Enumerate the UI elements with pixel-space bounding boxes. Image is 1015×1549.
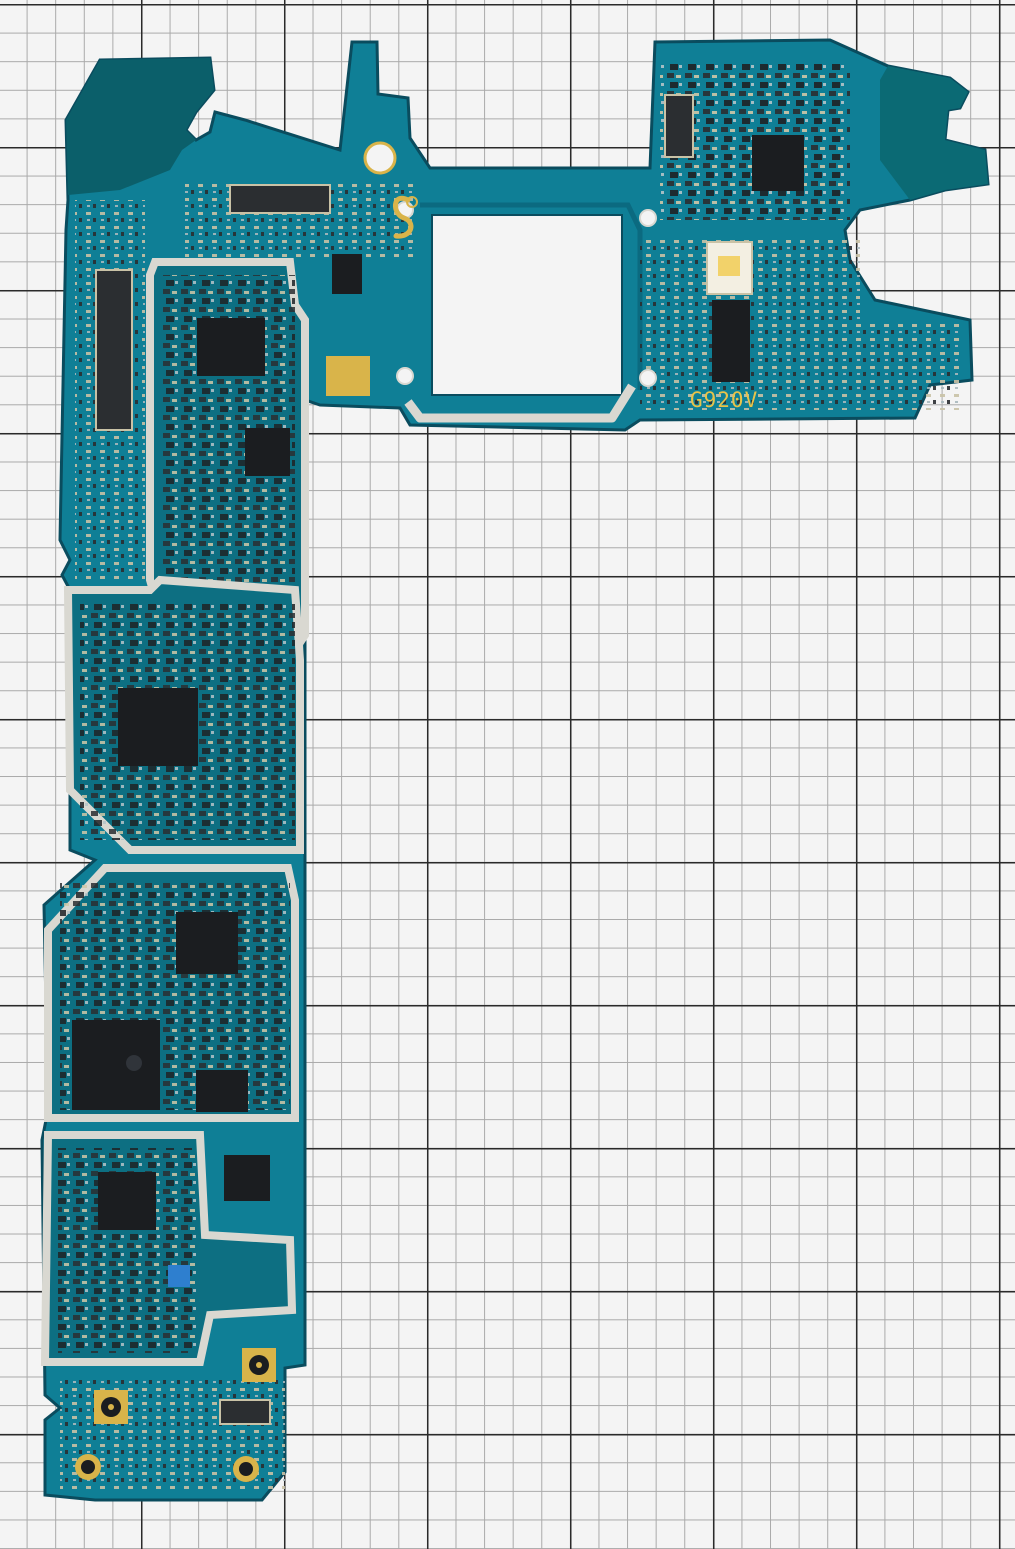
coax-connector [75, 1454, 101, 1480]
pcb-dark-region-left [66, 58, 214, 195]
samsung-s-logo [393, 195, 414, 239]
flex-connector [219, 1399, 271, 1425]
shield-can-4 [40, 1131, 297, 1366]
ic-chip [752, 135, 804, 191]
gold-qr-label [326, 356, 370, 396]
shield-can-3 [44, 864, 299, 1122]
screw-hole [639, 369, 657, 387]
ic-chip [196, 1070, 248, 1112]
shield-can-2 [63, 575, 304, 854]
rf-chip [98, 1172, 156, 1230]
screw-hole [363, 141, 397, 175]
processor-chip [118, 688, 198, 766]
pcb-dark-region-right [880, 66, 988, 200]
ic-chip [332, 254, 362, 294]
antenna-connectors [75, 1348, 276, 1482]
blue-component [168, 1265, 190, 1287]
coax-connector [233, 1456, 259, 1482]
coax-connector [94, 1390, 128, 1424]
ic-chip [245, 428, 290, 476]
sensor [712, 300, 750, 382]
shield-can-1 [146, 258, 309, 654]
ic-chip [176, 912, 238, 974]
ic-chip [197, 318, 265, 376]
flex-connector [664, 94, 694, 158]
model-label: G920V [690, 388, 759, 412]
connectors [95, 94, 804, 1425]
camera-bracket [404, 383, 636, 423]
screw-hole [639, 209, 657, 227]
flex-connector [95, 269, 133, 431]
coax-connector [242, 1348, 276, 1382]
screw-hole [396, 367, 414, 385]
camera-window [431, 214, 623, 396]
ic-chip [224, 1155, 270, 1201]
memory-chip [72, 1020, 160, 1110]
board-connector [229, 184, 331, 214]
